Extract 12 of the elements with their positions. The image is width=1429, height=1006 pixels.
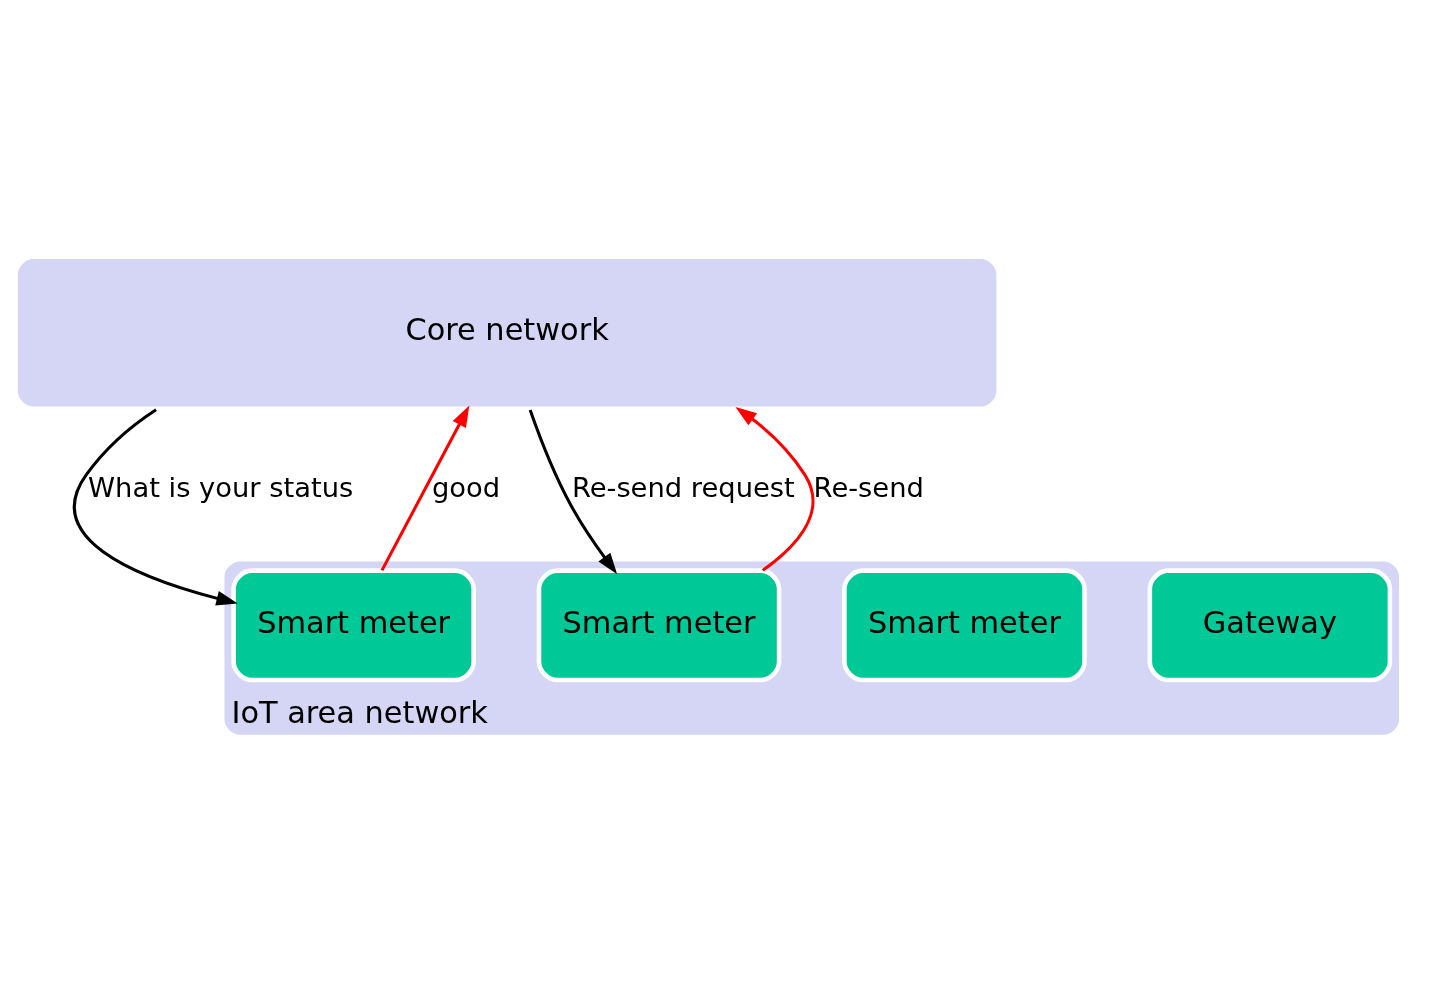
node-box: Gateway (1147, 568, 1393, 683)
node-box: Smart meter (842, 568, 1087, 683)
node-box: Smart meter (231, 568, 476, 683)
edge-label: good (431, 471, 501, 503)
arrow (72, 408, 238, 606)
edge-label: Re-send (813, 471, 924, 503)
arrow (380, 405, 470, 572)
edge-label: Re-send request (571, 471, 795, 503)
arrow (528, 409, 618, 575)
arrow (735, 406, 815, 572)
node-box: Smart meter (536, 568, 782, 683)
edge-label: What is your status (88, 471, 354, 503)
